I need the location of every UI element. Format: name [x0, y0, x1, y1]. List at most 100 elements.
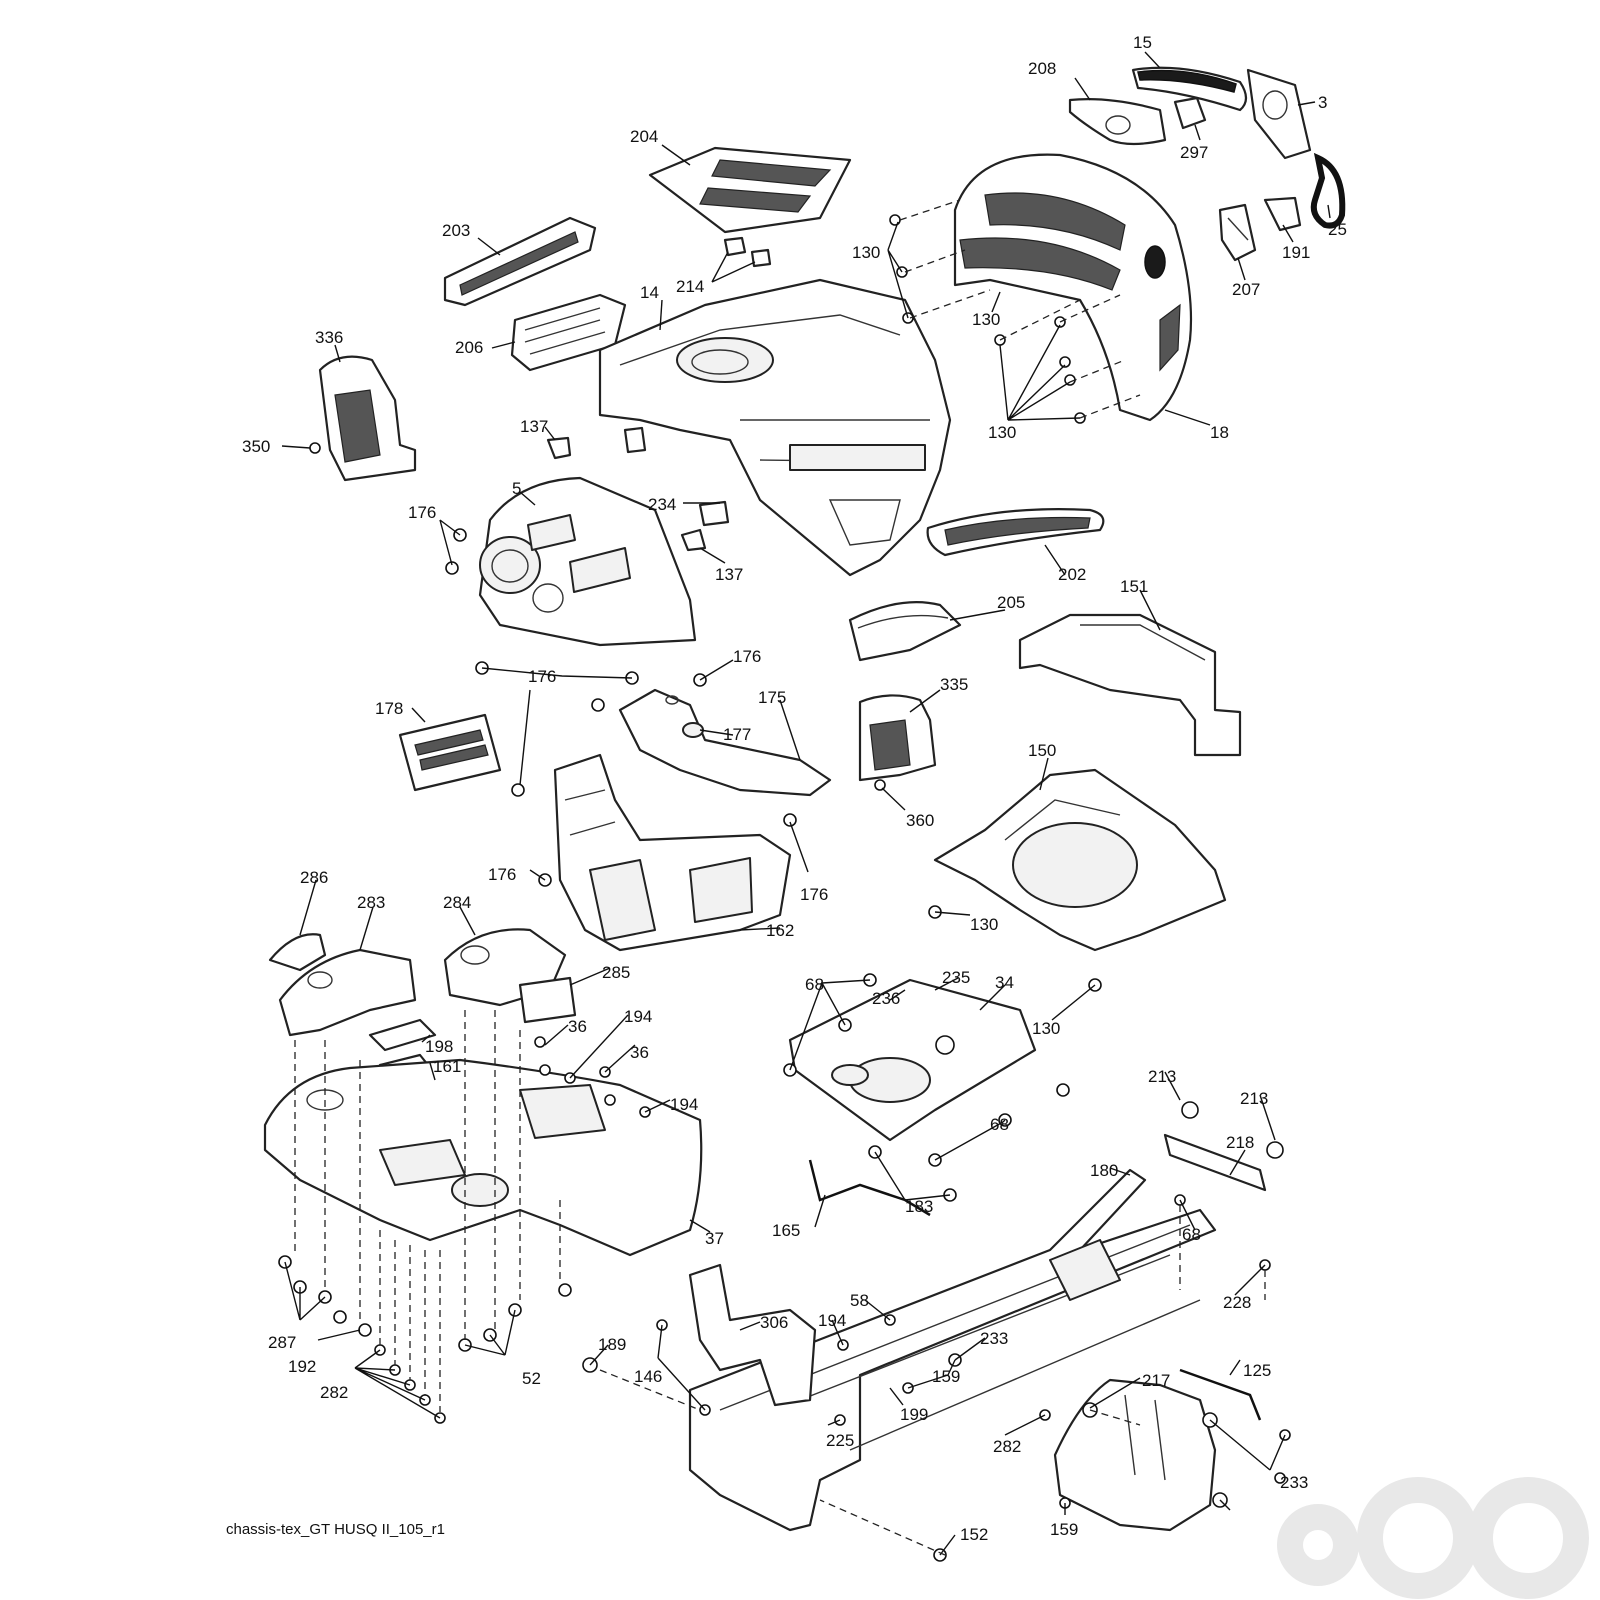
- callout-label: 176: [733, 647, 761, 666]
- part-285-handle: [518, 976, 577, 1024]
- callout-label: 162: [766, 921, 794, 940]
- callout-label: 18: [1210, 423, 1229, 442]
- part-214-clips: [723, 236, 772, 268]
- callout-label: 217: [1142, 1371, 1170, 1390]
- callout-label: 58: [850, 1291, 869, 1310]
- part-3-bracket: [1246, 68, 1312, 160]
- part-15-lens: [1131, 66, 1248, 112]
- callout-label: 177: [723, 725, 751, 744]
- part-137-clip-upper: [546, 436, 572, 460]
- part-18-nose-cone: [953, 153, 1193, 422]
- part-58-front-bracket: [688, 1263, 817, 1407]
- callout-label: 214: [676, 277, 704, 296]
- callout-label: 202: [1058, 565, 1086, 584]
- part-204-hood-top: [648, 146, 852, 234]
- callout-label: 150: [1028, 741, 1056, 760]
- callout-label: 159: [1050, 1520, 1078, 1539]
- callout-label: 213: [1240, 1089, 1268, 1108]
- callout-label: 297: [1180, 143, 1208, 162]
- callout-label: 36: [630, 1043, 649, 1062]
- callout-label: 37: [705, 1229, 724, 1248]
- callout-label: 283: [357, 893, 385, 912]
- part-165-rod: [808, 1159, 931, 1217]
- callout-label: 176: [800, 885, 828, 904]
- callout-label: 36: [568, 1017, 587, 1036]
- callout-label: 176: [408, 503, 436, 522]
- fasteners: [278, 214, 1291, 1562]
- part-297-bulb: [1173, 96, 1207, 130]
- callout-label: 151: [1120, 577, 1148, 596]
- callout-label: 68: [990, 1115, 1009, 1134]
- watermark-logo: [1277, 1477, 1589, 1599]
- callout-label: 236: [872, 989, 900, 1008]
- part-336-side-panel: [318, 355, 417, 482]
- part-205-trim-strip: [848, 601, 962, 662]
- callout-label: 191: [1282, 243, 1310, 262]
- callout-label: 5: [512, 479, 521, 498]
- callout-label: 286: [300, 868, 328, 887]
- callout-label: 34: [995, 973, 1014, 992]
- callout-label: 161: [433, 1057, 461, 1076]
- part-175-pedal-bracket: [618, 688, 832, 797]
- callout-label: 152: [960, 1525, 988, 1544]
- part-178-vent-plate: [398, 713, 502, 792]
- callout-label: 233: [980, 1329, 1008, 1348]
- callout-label: 194: [670, 1095, 698, 1114]
- part-198-bracket: [368, 1018, 437, 1052]
- callout-label: 68: [805, 975, 824, 994]
- part-191-clip: [1263, 196, 1302, 232]
- callout-label: 198: [425, 1037, 453, 1056]
- callout-label: 225: [826, 1431, 854, 1450]
- callout-label: 235: [942, 968, 970, 987]
- callout-label: 233: [1280, 1473, 1308, 1492]
- callout-label: 285: [602, 963, 630, 982]
- callout-label: 282: [993, 1437, 1021, 1456]
- callout-label: 306: [760, 1313, 788, 1332]
- callout-label: 130: [972, 310, 1000, 329]
- callout-label: 204: [630, 127, 658, 146]
- callout-label: 208: [1028, 59, 1056, 78]
- callout-label: 234: [648, 495, 676, 514]
- callout-label: 159: [932, 1367, 960, 1386]
- callout-label: 175: [758, 688, 786, 707]
- callout-label: 125: [1243, 1361, 1271, 1380]
- callout-label: 68: [1182, 1225, 1201, 1244]
- callout-label: 130: [1032, 1019, 1060, 1038]
- callout-label: 176: [488, 865, 516, 884]
- callout-label: 335: [940, 675, 968, 694]
- callout-label: 205: [997, 593, 1025, 612]
- part-283-fender-cover: [278, 948, 417, 1037]
- part-37-rear-fender: [263, 1058, 703, 1257]
- callout-label: 360: [906, 811, 934, 830]
- callout-label: 52: [522, 1369, 541, 1388]
- callout-label: 287: [268, 1333, 296, 1352]
- callout-label: 3: [1318, 93, 1327, 112]
- callout-label: 146: [634, 1367, 662, 1386]
- callout-label: 178: [375, 699, 403, 718]
- leader-lines: [281, 51, 1331, 1556]
- part-335-side-pod: [858, 694, 937, 782]
- part-151-bracket: [1018, 613, 1242, 757]
- part-207-socket: [1218, 203, 1257, 262]
- callout-label: 194: [818, 1311, 846, 1330]
- callout-label: 218: [1226, 1133, 1254, 1152]
- callout-label: 165: [772, 1221, 800, 1240]
- callout-label: 192: [288, 1357, 316, 1376]
- callout-label: 203: [442, 221, 470, 240]
- diagram-caption: chassis-tex_GT HUSQ II_105_r1: [226, 1521, 445, 1538]
- callout-label: 137: [520, 417, 548, 436]
- callout-label: 336: [315, 328, 343, 347]
- callout-label: 15: [1133, 33, 1152, 52]
- part-203-grille: [443, 216, 597, 307]
- callout-label: 228: [1223, 1293, 1251, 1312]
- callout-label: 189: [598, 1335, 626, 1354]
- callout-label: 180: [1090, 1161, 1118, 1180]
- callout-label: 25: [1328, 220, 1347, 239]
- part-34-mount-plate: [788, 978, 1037, 1142]
- part-208-headlight-housing: [1068, 98, 1167, 146]
- callout-label: 213: [1148, 1067, 1176, 1086]
- callout-label: 176: [528, 667, 556, 686]
- callout-label: 130: [852, 243, 880, 262]
- callout-label: 194: [624, 1007, 652, 1026]
